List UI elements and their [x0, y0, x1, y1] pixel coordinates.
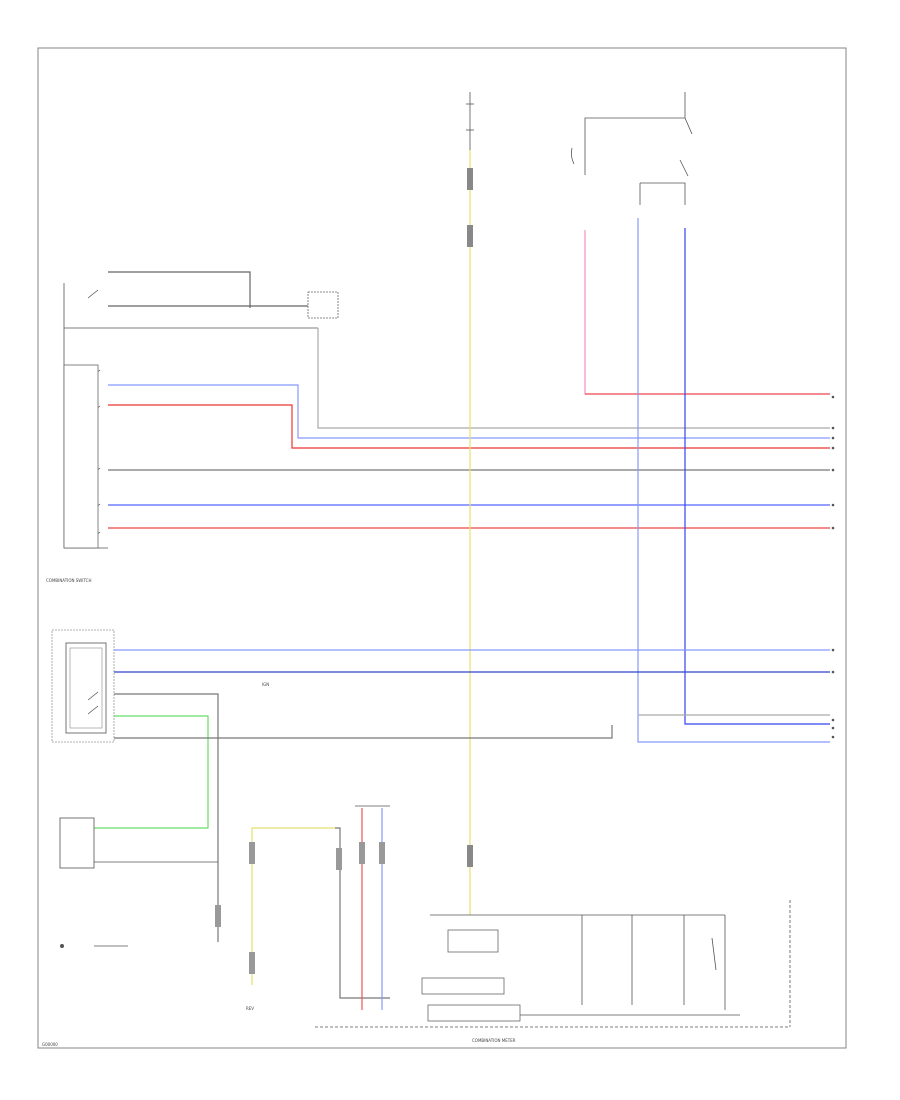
footer-code: G00000 — [42, 1042, 58, 1047]
ign-label: IGN — [262, 682, 269, 687]
inline-connectors-center — [467, 168, 473, 867]
right-connectors — [831, 395, 835, 739]
combination-meter-label: COMBINATION METER — [472, 1038, 516, 1043]
lower-sensor-block — [59, 817, 218, 948]
rev-label: REV — [246, 1006, 254, 1011]
switch-module — [51, 629, 115, 743]
combination-meter-block: COMBINATION METER — [315, 900, 791, 1043]
ignition-switch-block — [570, 92, 693, 205]
dimmer-relay-box — [307, 291, 339, 319]
combination-switch-label: COMBINATION SWITCH — [46, 578, 91, 583]
diagram-frame — [37, 47, 847, 1049]
center-fuse-block — [466, 92, 474, 150]
combination-switch-block: COMBINATION SWITCH — [46, 283, 318, 583]
